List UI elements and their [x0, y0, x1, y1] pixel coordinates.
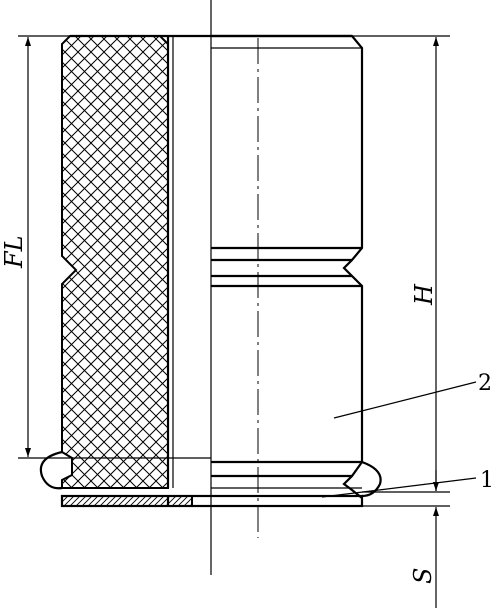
elastomer-section [61, 35, 169, 489]
s-label: S [409, 568, 437, 584]
right-bulge [361, 460, 382, 498]
h-label: H [410, 283, 438, 306]
fl-label: FL [0, 235, 28, 269]
callout-2-number: 2 [478, 371, 492, 396]
left-bulge [39, 450, 63, 490]
callout-2-leader [333, 381, 477, 419]
base-plate-section [61, 495, 193, 507]
callout-1-number: 1 [480, 468, 494, 493]
callout-1-leader [321, 477, 477, 498]
outer-profile [211, 34, 364, 499]
